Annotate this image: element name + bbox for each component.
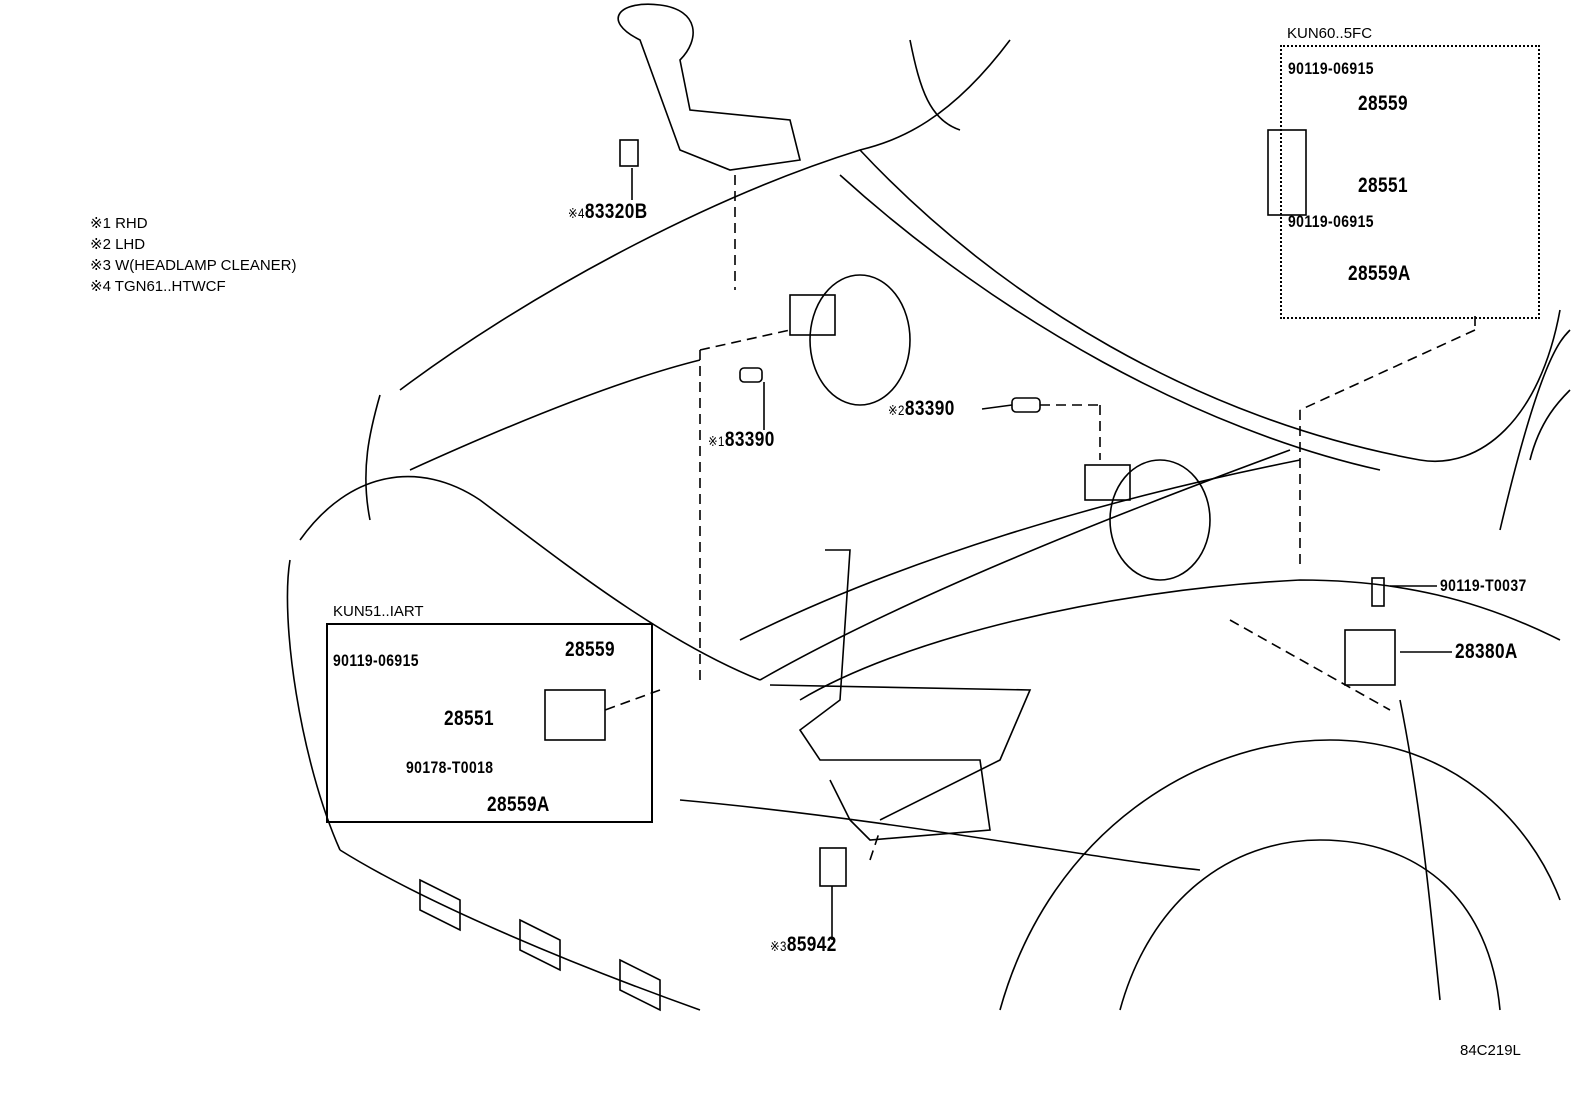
part-label[interactable]: 90178-T0018: [406, 758, 494, 777]
callout-28380a[interactable]: 28380A: [1455, 640, 1518, 663]
callout-83390-rhd[interactable]: ※183390: [708, 428, 775, 451]
inset-left-title: KUN51..IART: [333, 603, 424, 620]
part-label[interactable]: 28559: [565, 638, 615, 661]
part-label[interactable]: 28551: [444, 707, 494, 730]
callout-83390-lhd[interactable]: ※283390: [888, 397, 955, 420]
callout-90119-t0037[interactable]: 90119-T0037: [1440, 576, 1527, 595]
part-label[interactable]: 28559: [1358, 92, 1408, 115]
inset-right-title: KUN60..5FC: [1287, 25, 1373, 42]
part-label[interactable]: 28559A: [487, 793, 550, 816]
inset-right-box: [1280, 45, 1540, 319]
figure-id: 84C219L: [1460, 1042, 1521, 1059]
part-label[interactable]: 28551: [1358, 174, 1408, 197]
note-headlamp-cleaner: ※3 W(HEADLAMP CLEANER): [90, 257, 297, 274]
callout-85942[interactable]: ※385942: [770, 933, 837, 956]
inset-left-box: [326, 623, 653, 823]
part-label[interactable]: 90119-06915: [1288, 59, 1374, 78]
part-label[interactable]: 90119-06915: [1288, 212, 1374, 231]
part-label[interactable]: 90119-06915: [333, 651, 419, 670]
note-rhd: ※1 RHD: [90, 215, 148, 232]
part-label[interactable]: 28559A: [1348, 262, 1411, 285]
note-lhd: ※2 LHD: [90, 236, 146, 253]
note-tgn61: ※4 TGN61..HTWCF: [90, 278, 226, 295]
callout-83320b[interactable]: ※483320B: [568, 200, 648, 223]
